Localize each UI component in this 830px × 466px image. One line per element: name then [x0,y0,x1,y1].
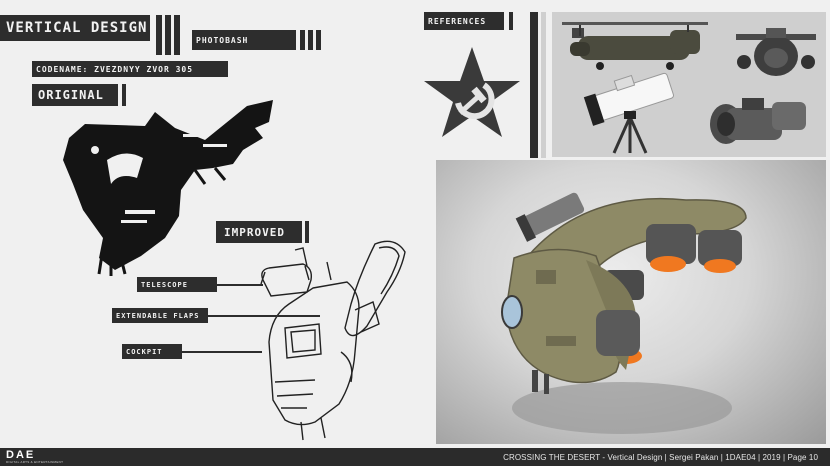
callout-extendable-flaps-line [208,315,320,317]
callout-telescope: TELESCOPE [137,277,217,292]
hammer-sickle-icon [455,82,495,120]
callout-telescope-text: TELESCOPE [141,280,188,289]
render-panel [436,160,826,444]
star-emblem-icon [424,47,520,137]
codename-label-text: CODENAME: ZVEZDNYY ZVOR 305 [36,64,194,74]
references-label: REFERENCES [424,12,504,30]
title-decor-bars [156,15,180,55]
original-ship-silhouette [63,100,273,276]
dae-logo: DAE [6,449,36,461]
divider-bar-right [541,12,546,158]
photobash-label: PHOTOBASH [192,30,296,50]
engine-image [710,98,806,144]
callout-cockpit-line [182,351,262,353]
helicopter-front-image [736,28,816,76]
callout-extendable-flaps-text: EXTENDABLE FLAPS [116,311,200,320]
dae-logo-subtitle: DIGITAL ARTS & ENTERTAINMENT [6,460,64,464]
vertical-design-title: VERTICAL DESIGN [0,15,150,41]
chinook-helicopter-image [562,22,708,70]
reference-panel [552,12,826,157]
telescope-image [583,72,674,154]
divider-bar-left [530,12,538,158]
callout-cockpit-text: COCKPIT [126,347,163,356]
codename-label: CODENAME: ZVEZDNYY ZVOR 305 [32,61,228,77]
footer-caption: CROSSING THE DESERT - Vertical Design | … [503,452,818,462]
vertical-design-title-text: VERTICAL DESIGN [6,20,148,36]
vehicle-render [501,192,747,434]
improved-label-text: IMPROVED [224,225,285,239]
original-label: ORIGINAL [32,84,118,106]
photobash-decor-bars [300,30,321,50]
photobash-label-text: PHOTOBASH [196,35,249,45]
references-label-text: REFERENCES [428,16,487,26]
original-decor-bars [122,84,126,106]
callout-telescope-line [217,284,263,286]
improved-decor-bars [305,221,309,243]
original-label-text: ORIGINAL [38,88,104,102]
callout-cockpit: COCKPIT [122,344,182,359]
references-decor-bars [509,12,513,30]
footer-bar: DAE DIGITAL ARTS & ENTERTAINMENT CROSSIN… [0,448,830,466]
callout-extendable-flaps: EXTENDABLE FLAPS [112,308,208,323]
improved-ship-sketch [260,240,406,441]
improved-label: IMPROVED [216,221,302,243]
